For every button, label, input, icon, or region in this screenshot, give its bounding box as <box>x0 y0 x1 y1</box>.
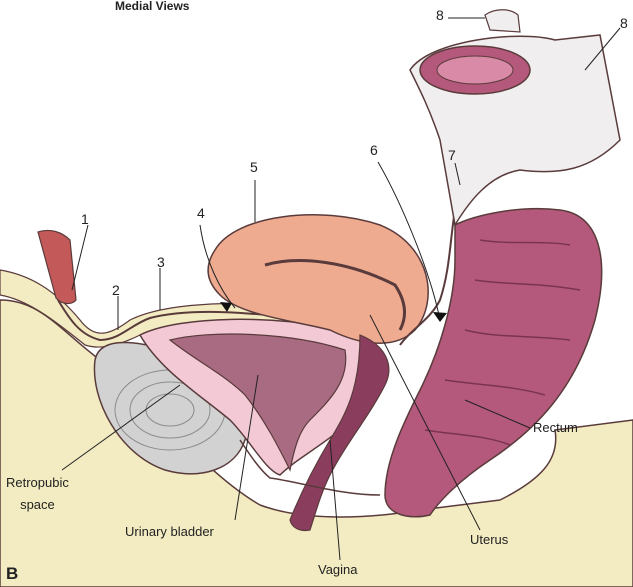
label-uterus: Uterus <box>470 532 508 547</box>
label-5: 5 <box>250 160 258 175</box>
sigmoid-cut-lumen <box>437 56 513 84</box>
label-6: 6 <box>370 143 378 158</box>
mesocolon-flap <box>485 10 520 32</box>
label-7: 7 <box>448 148 456 163</box>
label-1: 1 <box>81 212 89 227</box>
label-2: 2 <box>112 283 120 298</box>
figure-header: Medial Views <box>115 0 189 14</box>
label-rectum: Rectum <box>533 420 578 435</box>
label-urinary-bladder: Urinary bladder <box>125 524 214 539</box>
panel-letter: B <box>6 566 18 581</box>
label-8-top: 8 <box>436 8 444 23</box>
label-8-right: 8 <box>620 16 628 31</box>
label-retropubic-space: Retropubic space <box>6 472 69 516</box>
label-vagina: Vagina <box>318 562 358 577</box>
label-4: 4 <box>197 206 205 221</box>
label-3: 3 <box>157 255 165 270</box>
